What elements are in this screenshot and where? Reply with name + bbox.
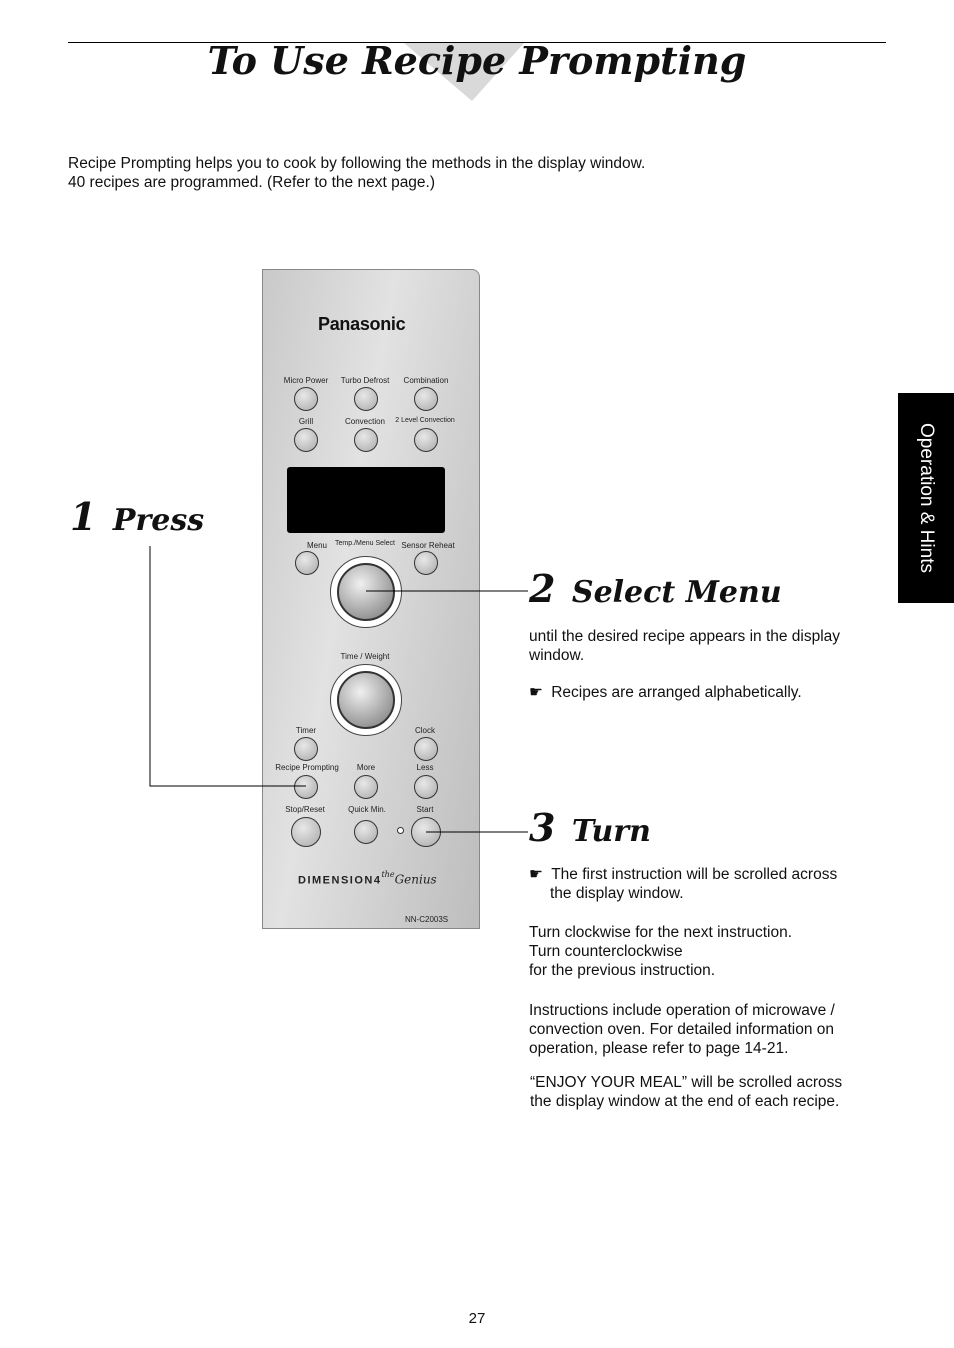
indicator-led (397, 827, 404, 834)
label-more: More (356, 763, 376, 772)
label-time-weight: Time / Weight (340, 652, 390, 661)
step-3-paragraph-3: “ENJOY YOUR MEAL” will be scrolled acros… (530, 1073, 842, 1111)
step-3-p1-line-1: Turn clockwise for the next instruction. (529, 924, 793, 941)
step-3-note-line-1: The first instruction will be scrolled a… (551, 866, 838, 883)
label-stop-reset: Stop/Reset (285, 805, 325, 814)
step-3-note-line-2: the display window. (550, 885, 684, 902)
step-2-note: ☛ Recipes are arranged alphabetically. (529, 683, 802, 702)
step-3-heading: 3 Turn (529, 805, 651, 850)
label-temp-menu-select: Temp./Menu Select (335, 540, 395, 547)
step-2-heading: 2 Select Menu (529, 566, 782, 611)
clock-button[interactable] (414, 737, 438, 761)
menu-button[interactable] (295, 551, 319, 575)
step-3-p2-line-2: convection oven. For detailed informatio… (529, 1021, 835, 1038)
less-button[interactable] (414, 775, 438, 799)
step-3-paragraph-2: Instructions include operation of microw… (529, 1001, 835, 1058)
dimension-logo: DIMENSION4theGenius (298, 870, 437, 888)
pointing-hand-icon: ☛ (529, 684, 543, 701)
sensor-reheat-button[interactable] (414, 551, 438, 575)
step-3-p3-line-2: the display window at the end of each re… (530, 1093, 840, 1110)
step-1-number: 1 (70, 494, 97, 539)
temp-menu-select-dial[interactable] (330, 556, 402, 628)
step-1-heading: 1 Press (70, 494, 204, 539)
title-decoration (404, 43, 524, 101)
step-3-p1-line-2: Turn counterclockwise (529, 943, 683, 960)
more-button[interactable] (354, 775, 378, 799)
step-2-text: until the desired recipe appears in the … (529, 627, 840, 665)
step-3-p2-line-1: Instructions include operation of microw… (529, 1002, 835, 1019)
page-title: To Use Recipe Prompting (207, 38, 747, 83)
label-timer: Timer (295, 726, 317, 735)
step-3-note: ☛ The first instruction will be scrolled… (529, 865, 837, 903)
section-tab: Operation & Hints (898, 393, 954, 603)
dimension-logo-the: the (381, 870, 395, 879)
intro-line-2: 40 recipes are programmed. (Refer to the… (68, 174, 436, 191)
step-2-number: 2 (529, 566, 556, 611)
stop-reset-button[interactable] (291, 817, 321, 847)
brand-logo: Panasonic (318, 314, 406, 334)
section-tab-label: Operation & Hints (916, 423, 937, 573)
step-3-p1-line-3: for the previous instruction. (529, 962, 716, 979)
step-2-label: Select Menu (571, 575, 782, 610)
turbo-defrost-button[interactable] (354, 387, 378, 411)
model-number: NN-C2003S (405, 915, 449, 924)
quick-min-button[interactable] (354, 820, 378, 844)
label-sensor-reheat: Sensor Reheat (401, 541, 455, 550)
step-2-note-text: Recipes are arranged alphabetically. (551, 684, 802, 701)
label-less: Less (416, 763, 434, 772)
intro-text: Recipe Prompting helps you to cook by fo… (68, 154, 645, 192)
label-convection: Convection (344, 417, 386, 426)
step-3-paragraph-1: Turn clockwise for the next instruction.… (529, 923, 792, 980)
label-grill: Grill (298, 417, 314, 426)
combination-button[interactable] (414, 387, 438, 411)
dimension-logo-text: DIMENSION4 (298, 874, 382, 887)
convection-button[interactable] (354, 428, 378, 452)
label-turbo-defrost: Turbo Defrost (340, 376, 390, 385)
label-combination: Combination (403, 376, 449, 385)
display-window (287, 467, 445, 533)
label-micro-power: Micro Power (283, 376, 329, 385)
pointing-hand-icon: ☛ (529, 866, 543, 883)
step-3-p3-line-1: “ENJOY YOUR MEAL” will be scrolled acros… (530, 1074, 843, 1091)
step-3-label: Turn (571, 814, 651, 849)
step-2-text-line-2: window. (529, 647, 585, 664)
page-number: 27 (468, 1310, 486, 1327)
time-weight-dial[interactable] (330, 664, 402, 736)
step-2-text-line-1: until the desired recipe appears in the … (529, 628, 841, 645)
step-3-number: 3 (529, 805, 556, 850)
timer-button[interactable] (294, 737, 318, 761)
label-quick-min: Quick Min. (348, 805, 386, 814)
intro-line-1: Recipe Prompting helps you to cook by fo… (68, 155, 646, 172)
label-menu: Menu (306, 541, 328, 550)
dimension-logo-genius: Genius (394, 872, 437, 887)
step-3-p2-line-3: operation, please refer to page 14-21. (529, 1040, 789, 1057)
header-rule (68, 42, 886, 43)
step-1-label: Press (112, 503, 205, 538)
label-clock: Clock (414, 726, 436, 735)
recipe-prompting-button[interactable] (294, 775, 318, 799)
2-level-convection-button[interactable] (414, 428, 438, 452)
label-2-level-convection: 2 Level Convection (395, 417, 455, 424)
label-start: Start (416, 805, 434, 814)
grill-button[interactable] (294, 428, 318, 452)
micro-power-button[interactable] (294, 387, 318, 411)
start-button[interactable] (411, 817, 441, 847)
label-recipe-prompting: Recipe Prompting (275, 763, 339, 772)
